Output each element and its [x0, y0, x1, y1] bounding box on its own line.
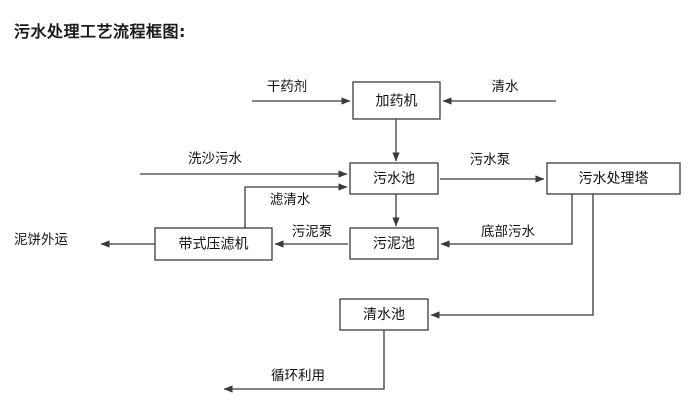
node-clear-water-pool[interactable]: 清水池 [339, 298, 429, 331]
node-label-sewage-pool: 污水池 [373, 171, 415, 187]
node-label-dosing-machine: 加药机 [376, 94, 418, 110]
edge-label-mud-cake-out: 泥饼外运 [14, 232, 68, 248]
edge-label-recycle: 循环利用 [271, 368, 325, 384]
edge-label-filtrate: 滤清水 [270, 192, 311, 208]
edge-sludge-pump: 污泥泵 [274, 224, 348, 248]
edge-tower-to-clear-pool [430, 194, 594, 319]
edge-wash-sand-sewage: 洗沙污水 [140, 151, 348, 178]
node-treatment-tower[interactable]: 污水处理塔 [546, 162, 681, 195]
edge-filtrate: 滤清水 [244, 183, 348, 228]
node-belt-filter-press[interactable]: 带式压滤机 [154, 227, 273, 261]
edge-label-bottom-sewage: 底部污水 [481, 224, 535, 240]
edge-label-sewage-pump: 污水泵 [470, 152, 511, 168]
node-label-clear-water-pool: 清水池 [363, 307, 405, 323]
page-title: 污水处理工艺流程框图: [14, 22, 186, 41]
node-label-belt-filter-press: 带式压滤机 [179, 237, 249, 253]
node-sludge-pool[interactable]: 污泥池 [349, 227, 439, 260]
node-label-sludge-pool: 污泥池 [373, 236, 415, 252]
edge-recycle: 循环利用 [223, 330, 385, 393]
node-label-treatment-tower: 污水处理塔 [579, 171, 649, 187]
edge-label-wash-sand-sewage: 洗沙污水 [188, 151, 242, 167]
edge-bottom-sewage: 底部污水 [440, 194, 573, 248]
edge-clean-water: 清水 [442, 79, 556, 105]
node-sewage-pool[interactable]: 污水池 [349, 162, 439, 195]
edge-mud-cake-out: 泥饼外运 [14, 232, 155, 248]
edge-label-dry-agent: 干药剂 [267, 79, 308, 95]
edge-label-sludge-pump: 污泥泵 [292, 224, 333, 240]
edge-label-clean-water: 清水 [492, 79, 520, 95]
edge-sewage-pump: 污水泵 [440, 152, 545, 183]
edge-dry-agent: 干药剂 [252, 79, 351, 105]
node-dosing-machine[interactable]: 加药机 [352, 81, 441, 120]
